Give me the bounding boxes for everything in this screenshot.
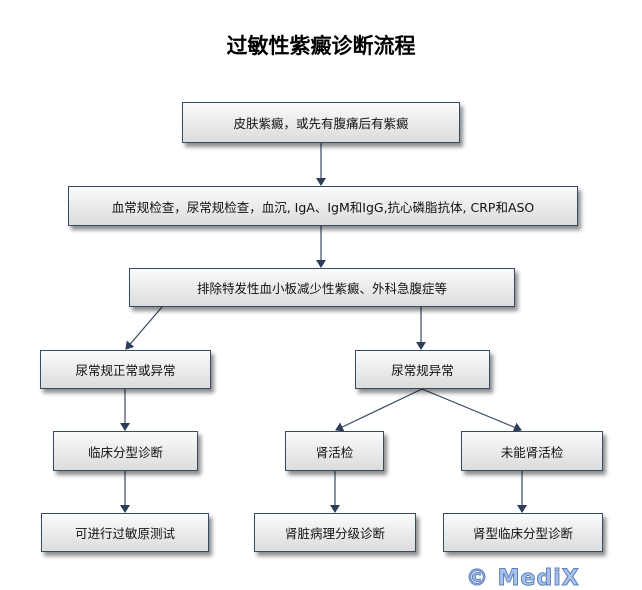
node-skin-purpura: 皮肤紫癜，或先有腹痛后有紫癜: [182, 102, 460, 143]
node-lab-tests: 血常规检查，尿常规检查，血沉, IgA、IgM和IgG,抗心磷脂抗体, CRP和…: [68, 186, 578, 226]
arrow-n5-n7: [335, 388, 423, 432]
node-urine-abnormal: 尿常规异常: [355, 350, 490, 389]
node-renal-biopsy: 肾活检: [285, 431, 384, 471]
node-no-renal-biopsy: 未能肾活检: [461, 431, 603, 471]
node-pathology-grading: 肾脏病理分级诊断: [254, 513, 416, 552]
node-renal-clinical-typing: 肾型临床分型诊断: [443, 513, 603, 552]
watermark-logo: © MediX: [466, 566, 580, 590]
arrow-n3-n4: [125, 306, 163, 350]
node-clinical-typing: 临床分型诊断: [53, 431, 198, 471]
diagram-title: 过敏性紫癜诊断流程: [226, 34, 416, 58]
node-urine-normal-or-abnormal: 尿常规正常或异常: [40, 350, 211, 389]
node-exclusion: 排除特发性血小板减少性紫癜、外科急腹症等: [129, 268, 515, 307]
arrow-n5-n8: [421, 388, 522, 432]
node-allergen-test: 可进行过敏原测试: [41, 513, 209, 552]
